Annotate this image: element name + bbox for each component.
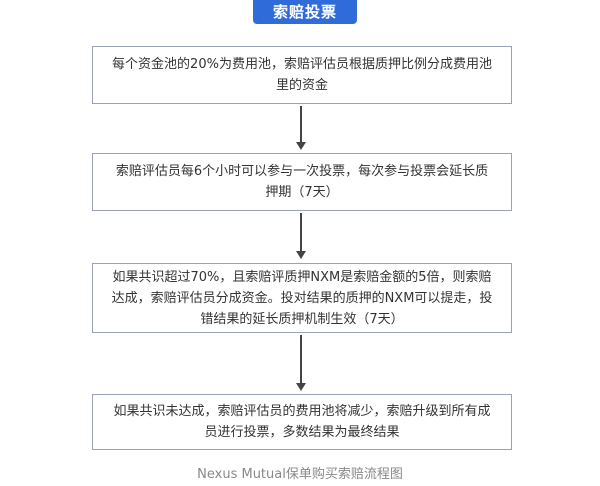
arrow-down-icon	[300, 335, 302, 383]
flow-step-4-text: 如果共识未达成，索赔评估员的费用池将减少，索赔升级到所有成员进行投票，多数结果为…	[113, 404, 491, 440]
arrowhead-icon	[296, 251, 306, 259]
flow-arrow-2	[296, 213, 306, 259]
arrow-down-icon	[300, 106, 302, 142]
flow-step-2-text: 索赔评估员每6个小时可以参与一次投票，每次参与投票会延长质押期（7天）	[115, 164, 489, 200]
flow-arrow-1	[296, 106, 306, 150]
flow-step-3: 如果共识超过70%，且索赔评质押NXM是索赔金额的5倍，则索赔达成，索赔评估员分…	[92, 263, 512, 333]
flow-step-1: 每个资金池的20%为费用池，索赔评估员根据质押比例分成费用池里的资金	[92, 46, 512, 104]
arrowhead-icon	[296, 142, 306, 150]
flow-step-2: 索赔评估员每6个小时可以参与一次投票，每次参与投票会延长质押期（7天）	[92, 153, 512, 211]
diagram-title: 索赔投票	[253, 0, 357, 24]
arrowhead-icon	[296, 383, 306, 391]
flow-step-3-text: 如果共识超过70%，且索赔评质押NXM是索赔金额的5倍，则索赔达成，索赔评估员分…	[111, 269, 493, 327]
flow-step-1-text: 每个资金池的20%为费用池，索赔评估员根据质押比例分成费用池里的资金	[112, 57, 492, 93]
diagram-caption: Nexus Mutual保单购买索赔流程图	[197, 467, 403, 482]
flow-step-4: 如果共识未达成，索赔评估员的费用池将减少，索赔升级到所有成员进行投票，多数结果为…	[92, 394, 512, 450]
arrow-down-icon	[300, 213, 302, 251]
flow-arrow-3	[296, 335, 306, 391]
